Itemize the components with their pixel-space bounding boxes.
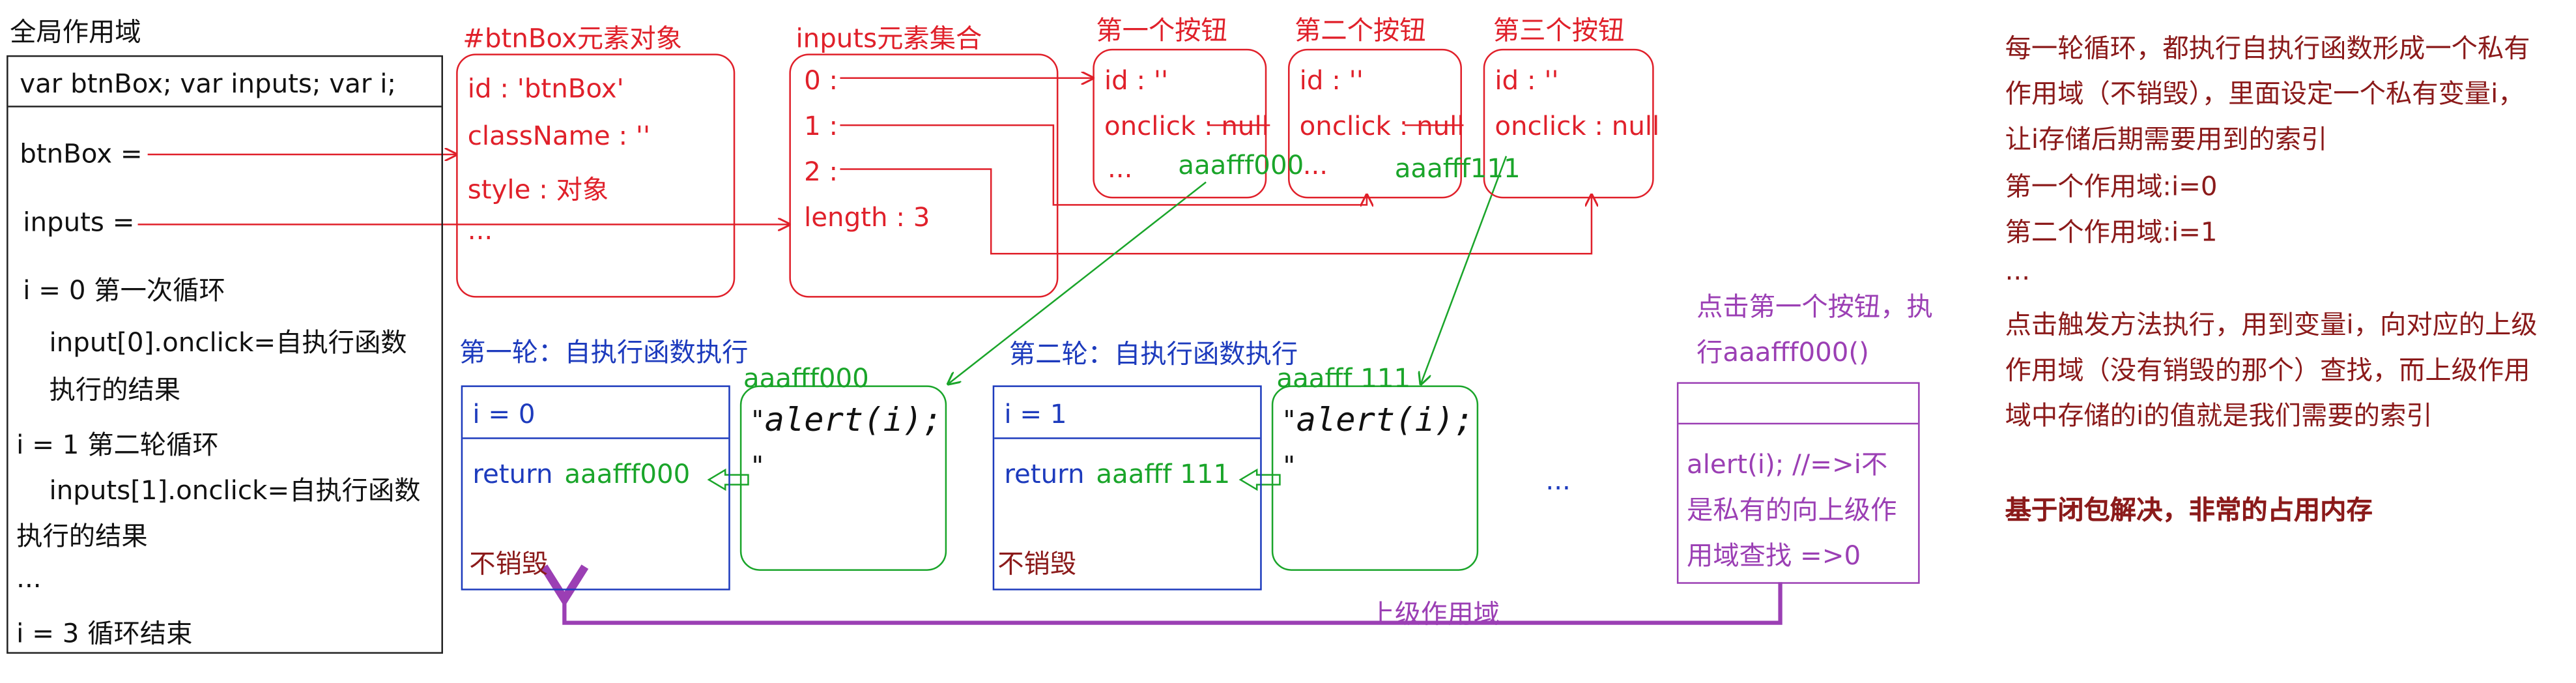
more-rounds-ellipsis: ... xyxy=(1545,465,1571,497)
global-i1-line1: inputs[1].onclick=自执行函数 xyxy=(49,474,421,506)
note-line-8: 作用域（没有销毁的那个）查找，而上级作用 xyxy=(2005,354,2530,386)
global-inputs: inputs = xyxy=(23,206,135,238)
button3-box xyxy=(1483,48,1654,199)
global-ellipsis: ... xyxy=(16,562,42,594)
btnbox-id: id : 'btnBox' xyxy=(467,73,624,104)
note-line-5: 第二个作用域:i=1 xyxy=(2005,216,2218,248)
address-aaafff111-fn: aaafff 111 xyxy=(1276,362,1411,394)
click-caption-line1: 点击第一个按钮，执 xyxy=(1696,291,1933,323)
arrow-aaafff000 xyxy=(949,181,1207,383)
round1-i: i = 0 xyxy=(472,398,536,429)
exec-line3: 用域查找 =>0 xyxy=(1687,540,1861,571)
global-i1: i = 1 第二轮循环 xyxy=(16,429,219,461)
round2-alert-call: alert(i); xyxy=(1296,400,1474,439)
round1-function-box xyxy=(739,385,947,571)
inputs-item2: 2 : xyxy=(804,156,838,187)
round2-i: i = 1 xyxy=(1004,398,1067,429)
button2-id: id : '' xyxy=(1299,65,1364,96)
inputs-set-title: inputs元素集合 xyxy=(795,22,982,54)
round2-quote-close: " xyxy=(1283,450,1296,482)
arrow-upper-scope xyxy=(540,564,1782,625)
button1-more: ... xyxy=(1107,153,1133,184)
btnbox-classname: className : '' xyxy=(467,120,651,152)
exec-line2: 是私有的向上级作 xyxy=(1687,494,1897,525)
hollow-arrow-1 xyxy=(707,468,749,491)
arrow-item2 xyxy=(840,168,1591,255)
inputs-item0: 0 : xyxy=(804,65,838,96)
round1-quote-close: " xyxy=(751,450,764,482)
note-line-1: 每一轮循环，都执行自执行函数形成一个私有 xyxy=(2005,32,2530,64)
round1-return-val: aaafff000 xyxy=(564,458,691,490)
round2-return-kw: return xyxy=(1004,458,1085,490)
global-i3: i = 3 循环结束 xyxy=(16,618,193,649)
click-caption-line2: 行aaafff000() xyxy=(1696,336,1869,368)
button2-title: 第二个按钮 xyxy=(1295,14,1426,46)
button2-onclick: onclick : null xyxy=(1299,110,1465,142)
hollow-arrow-2 xyxy=(1238,468,1281,491)
button2-box xyxy=(1288,48,1462,199)
round1-alert-call: alert(i); xyxy=(764,400,943,439)
arrow-item1 xyxy=(840,124,1366,205)
address-aaafff111: aaafff111 xyxy=(1394,153,1521,184)
inputs-item1: 1 : xyxy=(804,110,838,142)
round2-keep: 不销毁 xyxy=(997,547,1077,579)
button3-id: id : '' xyxy=(1495,65,1559,96)
button1-title: 第一个按钮 xyxy=(1096,14,1227,46)
global-btnbox: btnBox = xyxy=(20,138,143,169)
round1-scope-box xyxy=(461,385,730,590)
upper-scope-label: 上级作用域 xyxy=(1368,598,1500,630)
note-line-6: ... xyxy=(2005,255,2031,287)
note-line-7: 点击触发方法执行，用到变量i，向对应的上级 xyxy=(2005,309,2538,340)
address-aaafff000-fn: aaafff000 xyxy=(743,362,869,394)
btnbox-more: ... xyxy=(467,214,493,246)
global-i0-line1: input[0].onclick=自执行函数 xyxy=(49,327,407,358)
btnbox-object-box xyxy=(456,53,736,298)
note-line-3: 让i存储后期需要用到的索引 xyxy=(2005,123,2328,155)
button3-onclick: onclick : null xyxy=(1495,110,1660,142)
round2-scope-box xyxy=(992,385,1262,590)
button1-box xyxy=(1093,48,1267,199)
global-decl-row xyxy=(8,57,442,108)
note-line-9: 域中存储的i的值就是我们需要的索引 xyxy=(2005,400,2433,431)
note-line-4: 第一个作用域:i=0 xyxy=(2005,170,2218,202)
global-i0-line2: 执行的结果 xyxy=(49,373,181,405)
button1-id: id : '' xyxy=(1104,65,1169,96)
global-i1-line2: 执行的结果 xyxy=(16,520,148,551)
round1-keep: 不销毁 xyxy=(469,547,549,579)
button1-onclick: onclick : null xyxy=(1104,110,1269,142)
button2-more: ... xyxy=(1302,149,1328,181)
address-aaafff000: aaafff000 xyxy=(1178,149,1304,181)
global-scope-title: 全局作用域 xyxy=(10,16,141,48)
global-scope-box xyxy=(7,55,443,654)
global-i0: i = 0 第一次循环 xyxy=(23,274,225,306)
click-exec-scope-box xyxy=(1676,382,1920,584)
round1-title: 第一轮：自执行函数执行 xyxy=(459,336,749,368)
round1-return-kw: return xyxy=(472,458,553,490)
round2-title: 第二轮：自执行函数执行 xyxy=(1009,338,1298,370)
exec-line1: alert(i); //=>i不 xyxy=(1687,448,1888,480)
btnbox-object-title: #btnBox元素对象 xyxy=(463,22,683,54)
note-conclusion: 基于闭包解决，非常的占用内存 xyxy=(2005,494,2373,525)
round2-return-val: aaafff 111 xyxy=(1096,458,1231,490)
round2-function-box xyxy=(1271,385,1479,571)
button3-title: 第三个按钮 xyxy=(1493,14,1625,46)
btnbox-style: style : 对象 xyxy=(467,173,609,205)
inputs-set-box xyxy=(789,53,1059,298)
global-decl: var btnBox; var inputs; var i; xyxy=(20,68,396,100)
inputs-length: length : 3 xyxy=(804,201,930,233)
note-line-2: 作用域（不销毁），里面设定一个私有变量i， xyxy=(2005,78,2525,109)
round2-quote-open: " xyxy=(1283,405,1296,436)
round1-quote-open: " xyxy=(751,405,764,436)
